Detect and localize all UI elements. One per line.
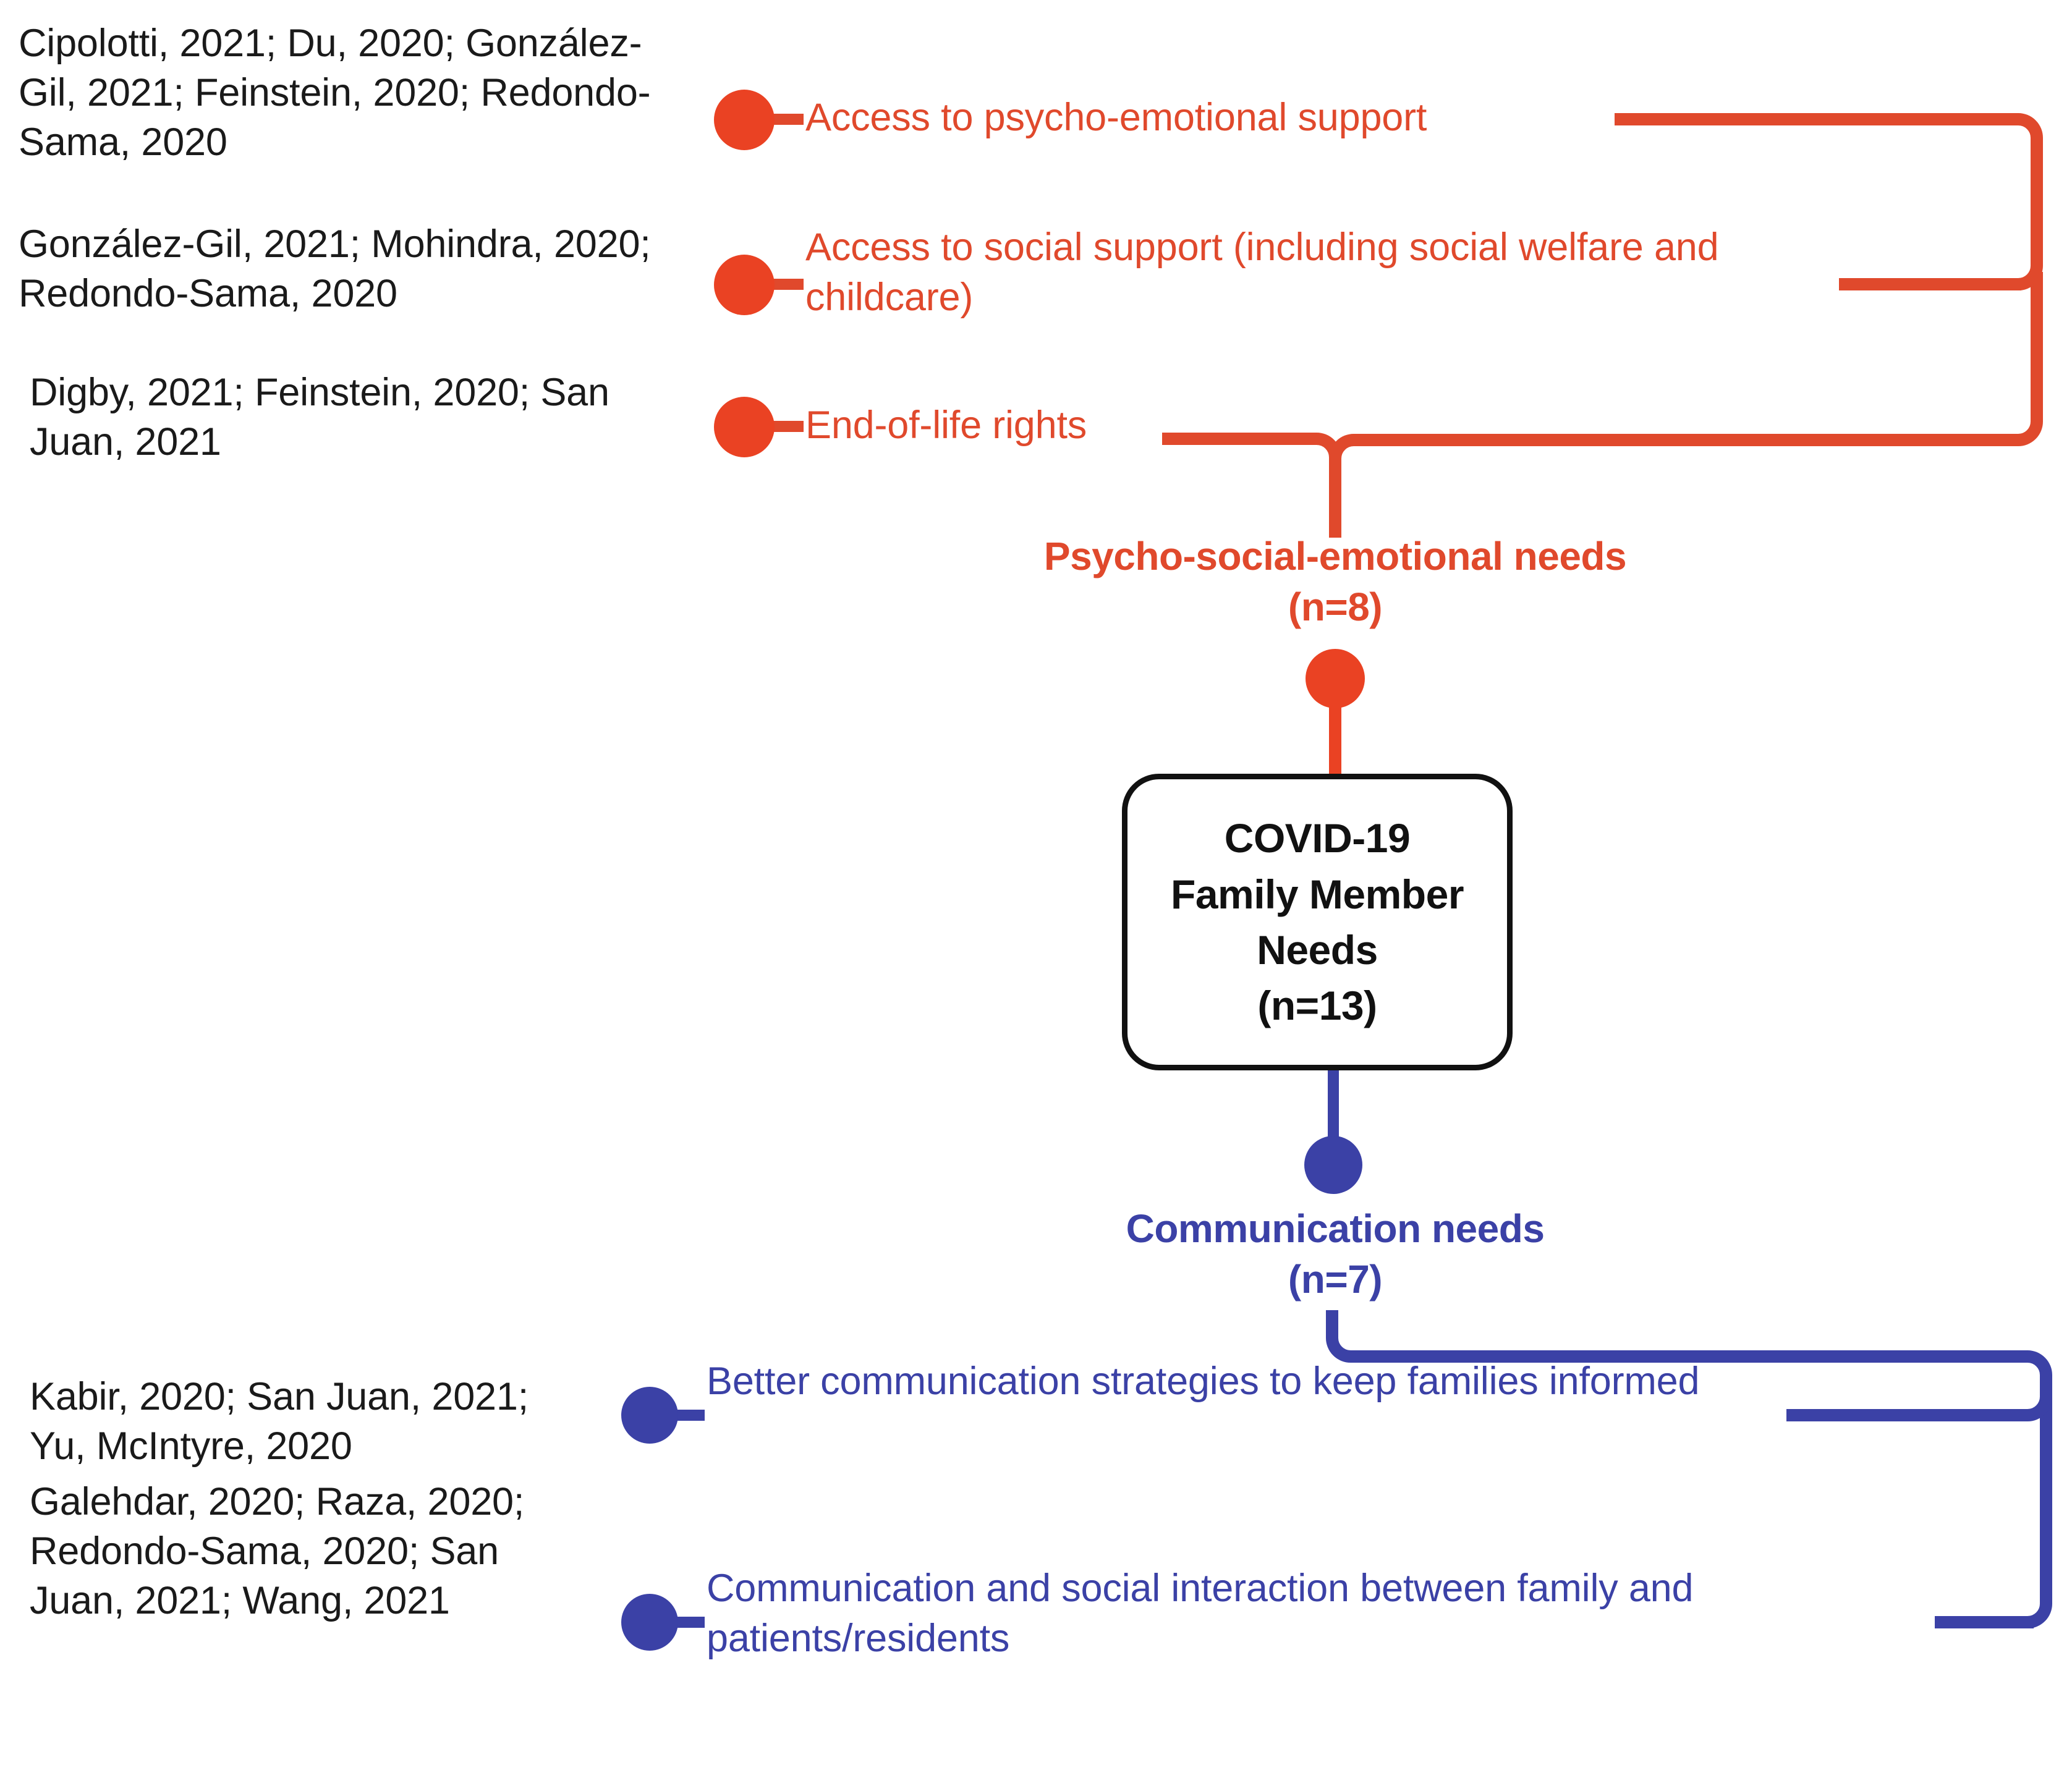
branch-label-access-psycho-emotional-support[interactable]: Access to psycho-emotional support (805, 96, 1427, 139)
citations-access-psycho-emotional-support: Cipolotti, 2021; Du, 2020; González-Gil,… (19, 22, 651, 164)
category-count: (n=7) (1288, 1256, 1383, 1302)
center-node-line-1: COVID-19 (1224, 815, 1411, 861)
bullet-dot-communication-category (1304, 1136, 1362, 1194)
category-communication[interactable]: Communication needs (n=7) (841, 1204, 1830, 1305)
center-node-covid19-family-member-needs[interactable]: COVID-19 Family Member Needs (n=13) (1122, 774, 1513, 1070)
center-node-count: (n=13) (1257, 983, 1377, 1029)
category-count: (n=8) (1288, 584, 1383, 629)
citations-better-communication-strategies: Kabir, 2020; San Juan, 2021; Yu, McIntyr… (30, 1375, 529, 1468)
branch-label-communication-social-interaction[interactable]: Communication and social interaction bet… (707, 1567, 1694, 1660)
bullet-dot-access-social-support (714, 255, 775, 315)
category-title: Psycho-social-emotional needs (1043, 534, 1627, 578)
bullet-dot-access-psycho-emotional-support (714, 90, 775, 150)
center-node-line-3: Needs (1257, 927, 1378, 973)
branch-label-better-communication-strategies[interactable]: Better communication strategies to keep … (707, 1360, 1700, 1403)
citations-end-of-life-rights: Digby, 2021; Feinstein, 2020; San Juan, … (30, 371, 609, 463)
branch-label-end-of-life-rights[interactable]: End-of-life rights (805, 404, 1087, 447)
wire-orange-gather-stem (1329, 434, 1372, 538)
bullet-dot-psycho-social-emotional-category (1306, 649, 1365, 708)
citations-communication-social-interaction: Galehdar, 2020; Raza, 2020; Redondo-Sama… (30, 1480, 525, 1622)
citations-access-social-support: González-Gil, 2021; Mohindra, 2020; Redo… (19, 222, 651, 315)
wire-end-of-life-rights (1162, 433, 1341, 538)
center-node-line-2: Family Member (1171, 871, 1464, 917)
category-title: Communication needs (1126, 1206, 1545, 1251)
bullet-dot-better-communication-strategies (621, 1387, 678, 1444)
wire-better-communication-strategies (1786, 1375, 2052, 1421)
category-psycho-social-emotional[interactable]: Psycho-social-emotional needs (n=8) (841, 531, 1830, 633)
bullet-dot-end-of-life-rights (714, 397, 775, 457)
bullet-dot-communication-social-interaction (621, 1594, 678, 1651)
branch-label-access-social-support[interactable]: Access to social support (including soci… (805, 226, 1719, 319)
